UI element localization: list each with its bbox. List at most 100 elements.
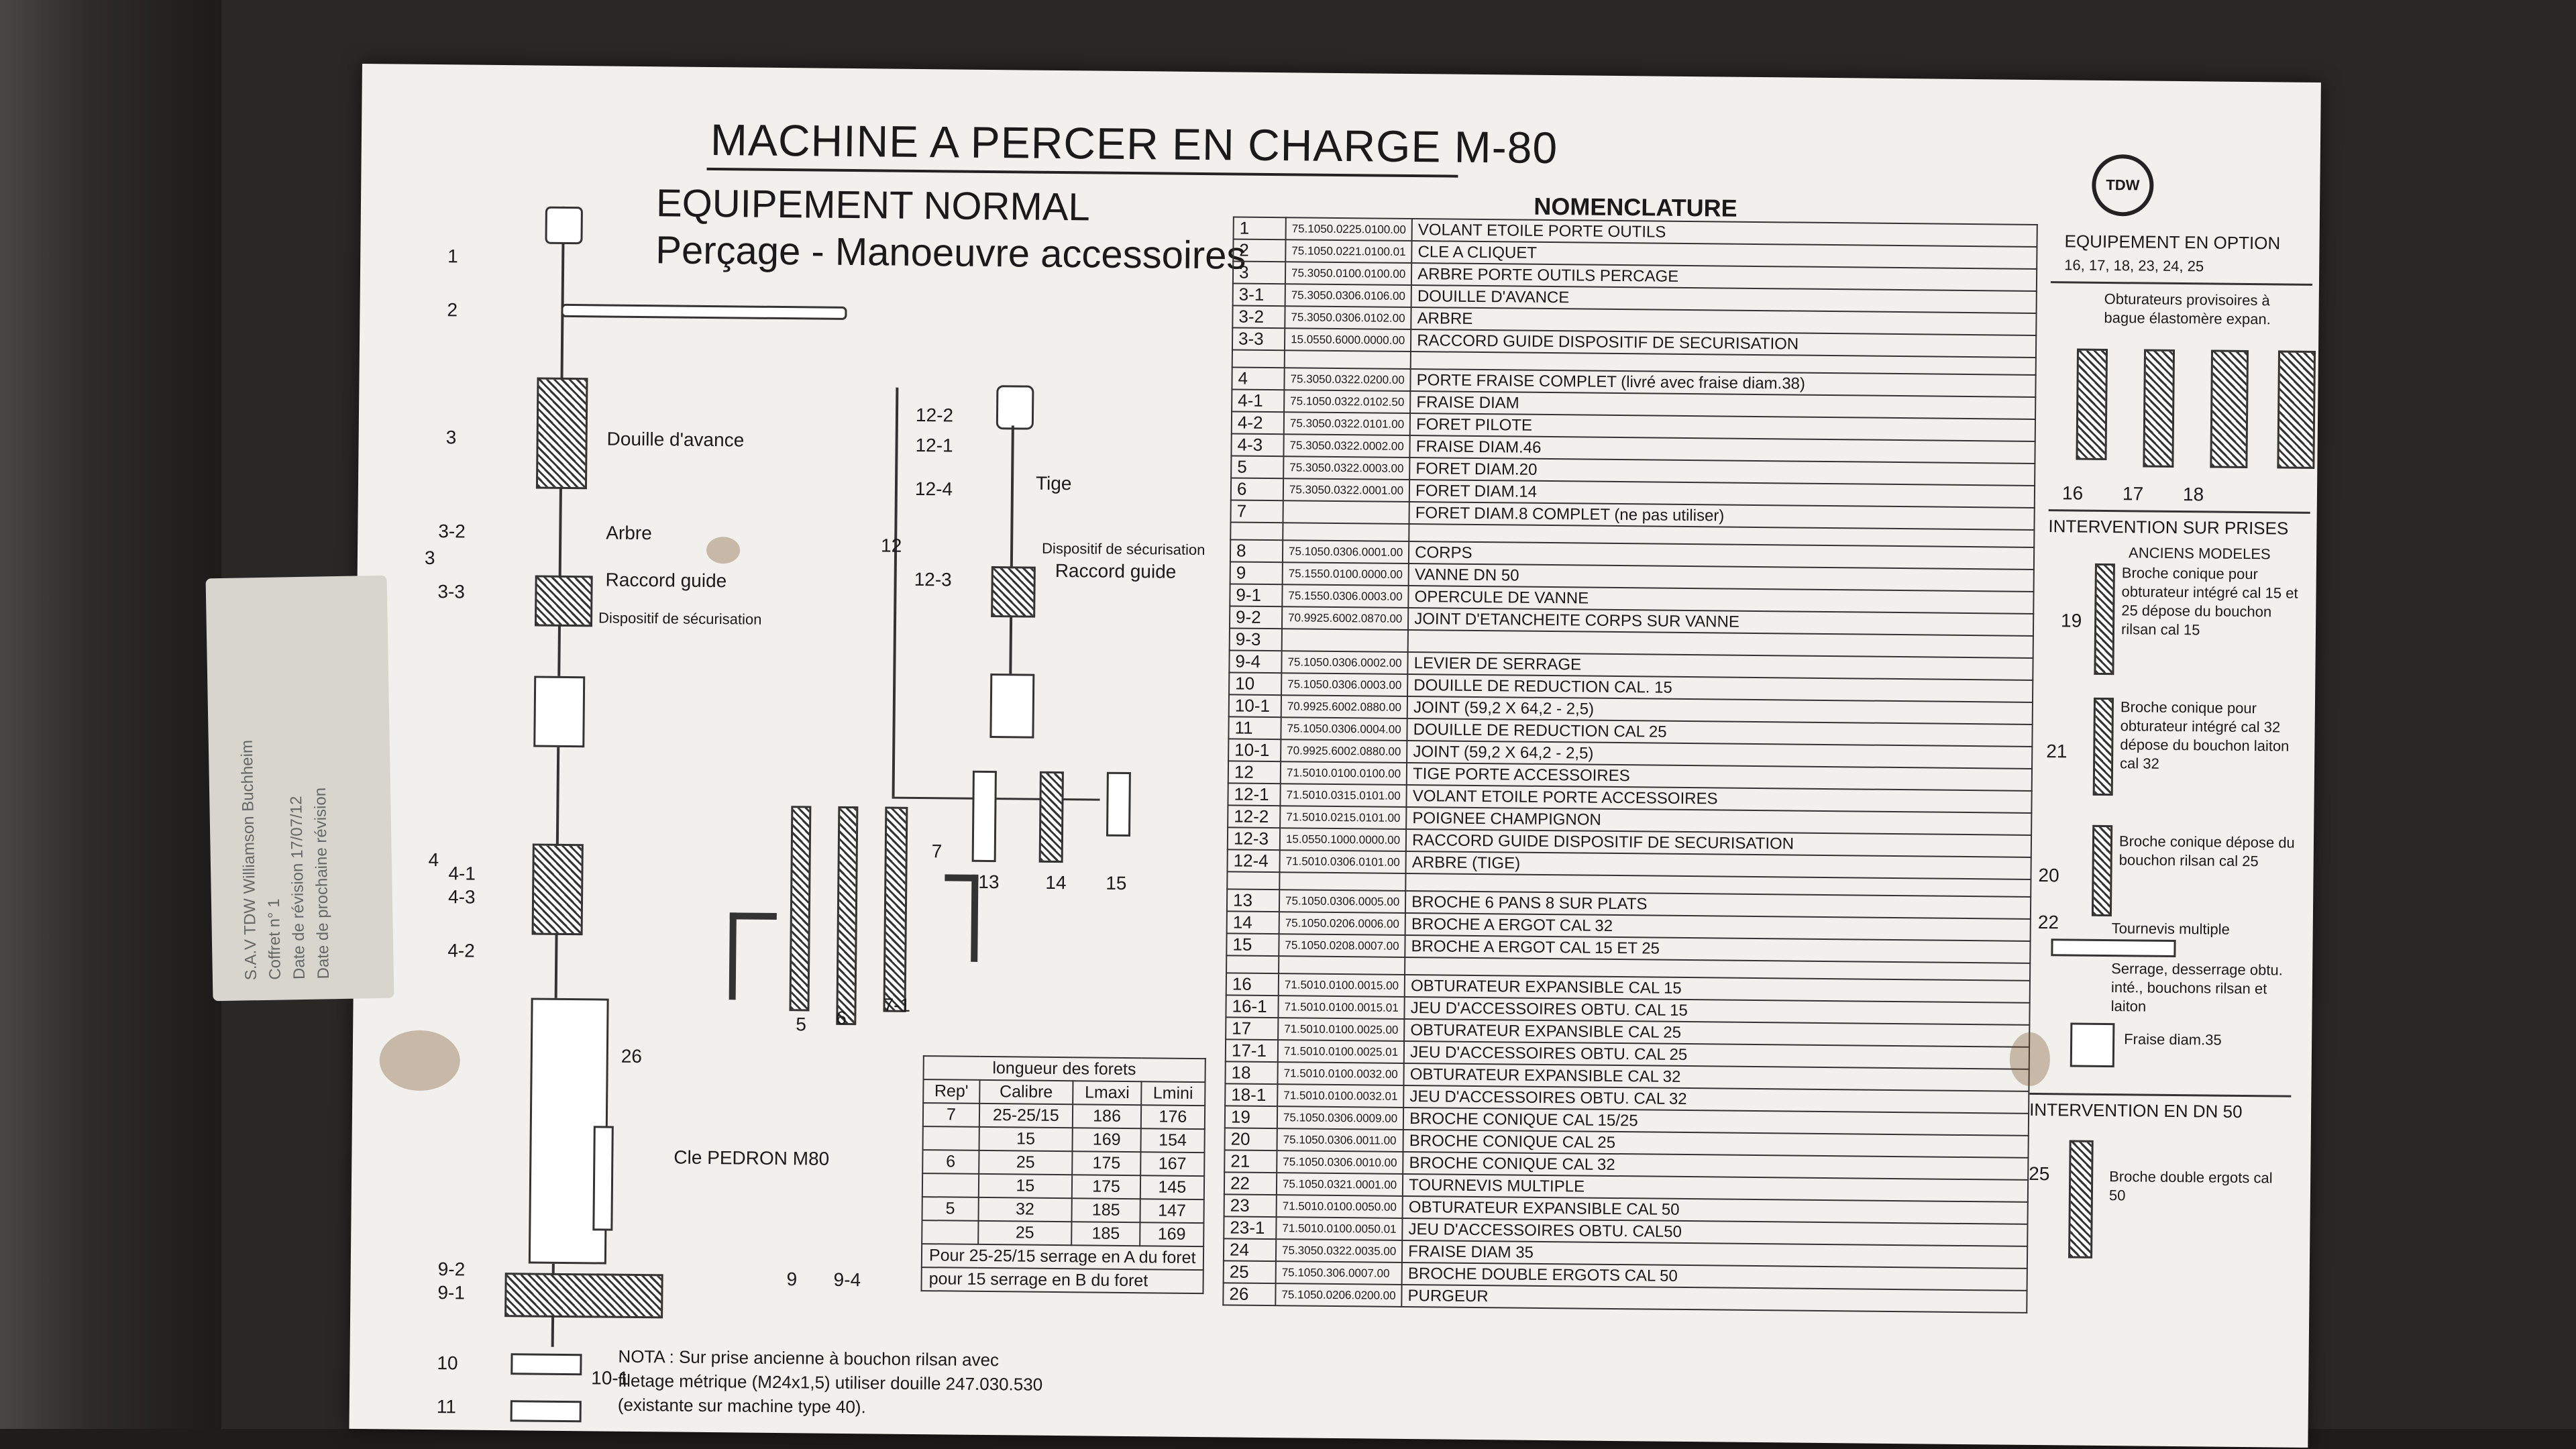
callout: 10	[437, 1352, 458, 1374]
fraise-text: Fraise diam.35	[2124, 1030, 2222, 1049]
nomenclature-rep: 16-1	[1226, 995, 1279, 1018]
cell: 175	[1072, 1151, 1141, 1176]
cell: 25	[977, 1220, 1072, 1246]
nomenclature-code: 71.5010.0306.0101.00	[1279, 850, 1406, 873]
cell: 169	[1072, 1128, 1142, 1152]
callout: 20	[2038, 865, 2059, 886]
nomenclature-code: 15.0550.6000.0000.00	[1284, 328, 1411, 352]
nomenclature-code: 15.0550.1000.0000.00	[1279, 828, 1407, 851]
cell: 5	[922, 1197, 979, 1221]
nomenclature-rep: 19	[1224, 1106, 1278, 1129]
nomenclature-code: 75.1050.0306.0011.00	[1277, 1128, 1403, 1152]
broche-25-text: Broche double ergots cal 50	[2108, 1168, 2273, 1204]
nomenclature-rep: 3-3	[1232, 327, 1285, 351]
nomenclature-code: 71.5010.0100.0025.01	[1277, 1040, 1405, 1063]
nomenclature-code: 75.3050.0322.0002.00	[1283, 434, 1410, 458]
callout: 15	[1106, 872, 1127, 894]
callout: 12	[880, 535, 902, 556]
nomenclature-rep: 20	[1224, 1128, 1277, 1151]
cell: 185	[1071, 1198, 1141, 1223]
callout: 7	[931, 841, 943, 862]
cell	[922, 1220, 979, 1244]
nomenclature-rep: 9	[1230, 561, 1283, 585]
allen-key-7-icon	[944, 874, 979, 962]
dn50-title: INTERVENTION EN DN 50	[2029, 1099, 2243, 1122]
label-dispositif-2: Dispositif de sécurisation	[1041, 539, 1205, 559]
callout: 14	[1045, 871, 1067, 894]
nomenclature-rep: 10	[1229, 672, 1282, 696]
callout: 3	[424, 547, 435, 569]
label-cle-pedron: Cle PEDRON M80	[674, 1146, 830, 1169]
rust-stain	[706, 536, 741, 564]
taper-pin-19-icon	[2094, 563, 2115, 676]
label-raccord: Raccord guide	[605, 569, 727, 592]
obturateurs-text: Obturateurs provisoires à bague élastomè…	[2104, 290, 2271, 328]
label-dispositif: Dispositif de sécurisation	[598, 609, 762, 628]
nomenclature-code: 75.1050.0306.0003.00	[1281, 673, 1408, 697]
nomenclature-rep: 9-4	[1229, 650, 1282, 674]
callout: 11	[436, 1396, 457, 1417]
lug-pin-32-icon	[1038, 771, 1064, 863]
callout: 16	[2061, 482, 2084, 504]
tournevis-text: Tournevis multiple	[2111, 920, 2230, 938]
pedron-key-icon	[592, 1126, 614, 1231]
nomenclature-code: 75.1050.0306.0002.00	[1281, 651, 1408, 675]
nomenclature-code: 75.3050.0322.0001.00	[1283, 478, 1410, 502]
guide-fitting-icon	[534, 575, 593, 627]
nomenclature-code	[1283, 523, 1409, 542]
nomenclature-code	[1283, 500, 1409, 525]
callout: 17	[2122, 483, 2144, 504]
nomenclature-rep: 4-3	[1231, 433, 1284, 457]
accessory-guide-icon	[991, 566, 1036, 618]
callout: 12-2	[915, 404, 954, 426]
plug-16-icon	[2076, 348, 2108, 460]
nomenclature-code: 75.3050.0100.0100.00	[1285, 262, 1412, 286]
callout: 12-4	[914, 478, 953, 500]
nomenclature-rep: 4	[1232, 367, 1285, 390]
cell: 176	[1141, 1105, 1205, 1130]
sticker-line: S.A.V TDW Williamson Buchheim	[237, 739, 260, 981]
nomenclature-rep: 18	[1225, 1061, 1278, 1085]
drill-6-icon	[836, 806, 859, 1026]
nomenclature-rep	[1232, 350, 1285, 368]
nomenclature-rep: 15	[1226, 933, 1279, 957]
nomenclature-rep: 23	[1224, 1194, 1277, 1218]
sticker-line: Date de révision 17/07/12	[287, 796, 309, 980]
callout: 3	[445, 427, 457, 448]
callout: 21	[2046, 741, 2068, 762]
cell	[922, 1173, 979, 1197]
nomenclature-rep: 7	[1230, 500, 1283, 523]
callout: 4	[428, 849, 439, 871]
nomenclature-code: 71.5010.0215.0101.00	[1280, 806, 1407, 829]
note: NOTA : Sur prise ancienne à bouchon rils…	[618, 1344, 1155, 1422]
callout: 9-1	[437, 1282, 466, 1303]
cell: 25	[978, 1150, 1073, 1175]
nomenclature-code: 71.5010.0100.0032.00	[1277, 1062, 1404, 1085]
tournevis-detail: Serrage, desserrage obtu. inté., bouchon…	[2110, 960, 2283, 1015]
cell: 147	[1140, 1199, 1204, 1224]
nomenclature-rep: 1	[1233, 217, 1286, 240]
drill-5-icon	[789, 806, 812, 1012]
callout: 25	[2029, 1163, 2050, 1185]
callout: 12-3	[914, 568, 952, 590]
sticker-text: S.A.V TDW Williamson Buchheim Coffret n°…	[235, 739, 336, 981]
nomenclature-code: 75.1050.0306.0009.00	[1277, 1106, 1404, 1130]
nomenclature-code: 75.1050.0208.0007.00	[1279, 934, 1405, 957]
cell: 25-25/15	[979, 1103, 1073, 1128]
cutter-35-icon	[2070, 1022, 2115, 1068]
options-title: EQUIPEMENT EN OPTION	[2064, 231, 2281, 254]
allen-key-icon	[729, 912, 777, 1000]
nomenclature-code: 75.1550.0306.0003.00	[1282, 584, 1409, 608]
drill-7-icon	[883, 806, 908, 1012]
cabinet-frame-left	[0, 0, 221, 1449]
nomenclature-rep: 10-1	[1228, 739, 1281, 762]
options-items: 16, 17, 18, 23, 24, 25	[2064, 256, 2204, 275]
nomenclature-code: 75.1050.0306.0004.00	[1281, 717, 1407, 741]
broche-20-text: Broche conique dépose du bouchon rilsan …	[2118, 833, 2295, 870]
callout: 4-3	[447, 886, 476, 908]
multi-screwdriver-icon	[2051, 938, 2176, 958]
cell: 185	[1071, 1222, 1140, 1246]
callout: 22	[2037, 912, 2059, 933]
